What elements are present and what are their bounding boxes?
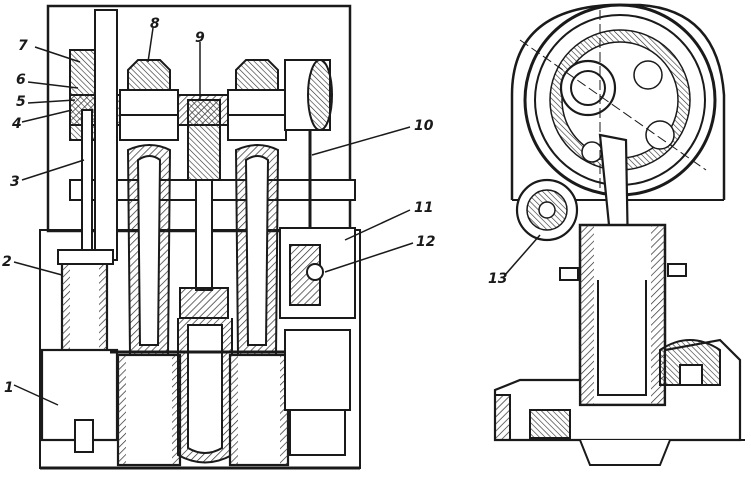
callout-2: 2 <box>2 254 12 270</box>
right-leader-lines <box>504 234 541 276</box>
callout-5: 5 <box>16 94 26 110</box>
callout-12: 12 <box>416 234 435 250</box>
valve-pin <box>306 263 324 281</box>
right-valve <box>659 339 721 386</box>
center-piston <box>179 287 229 319</box>
right-stud <box>667 263 687 277</box>
callout-7: 7 <box>18 38 28 54</box>
vertical-drive-rod <box>94 9 118 261</box>
side-section-view <box>493 3 745 466</box>
left-stud <box>559 267 579 281</box>
callout-13: 13 <box>488 271 507 287</box>
center-connecting-rod-head <box>187 99 221 181</box>
callout-4: 4 <box>11 116 22 132</box>
callout-6: 6 <box>16 72 26 88</box>
crank-journal-right <box>235 59 279 93</box>
callout-1: 1 <box>4 380 14 396</box>
flywheel-hole-3 <box>581 141 603 163</box>
callout-3: 3 <box>10 174 20 190</box>
flywheel-hole-1 <box>633 60 663 90</box>
lower-chamber-left <box>116 353 182 467</box>
side-piston <box>597 280 647 396</box>
left-callouts: 7 6 5 4 3 2 1 8 9 10 11 12 <box>2 16 435 396</box>
front-section-view <box>39 4 361 470</box>
crank-journal-left <box>127 59 171 93</box>
right-callouts: 13 <box>488 271 507 287</box>
left-valve <box>529 409 571 439</box>
callout-10: 10 <box>414 118 434 134</box>
flywheel-hole-2 <box>645 120 675 150</box>
sump <box>579 439 671 466</box>
center-connecting-rod <box>195 179 213 291</box>
lower-chamber-right <box>228 353 290 467</box>
left-cylinder-head <box>57 249 114 265</box>
callout-9: 9 <box>195 30 205 46</box>
callout-11: 11 <box>414 200 433 216</box>
callout-8: 8 <box>150 16 160 32</box>
left-leader-lines <box>13 27 414 406</box>
right-base-block <box>284 329 351 411</box>
